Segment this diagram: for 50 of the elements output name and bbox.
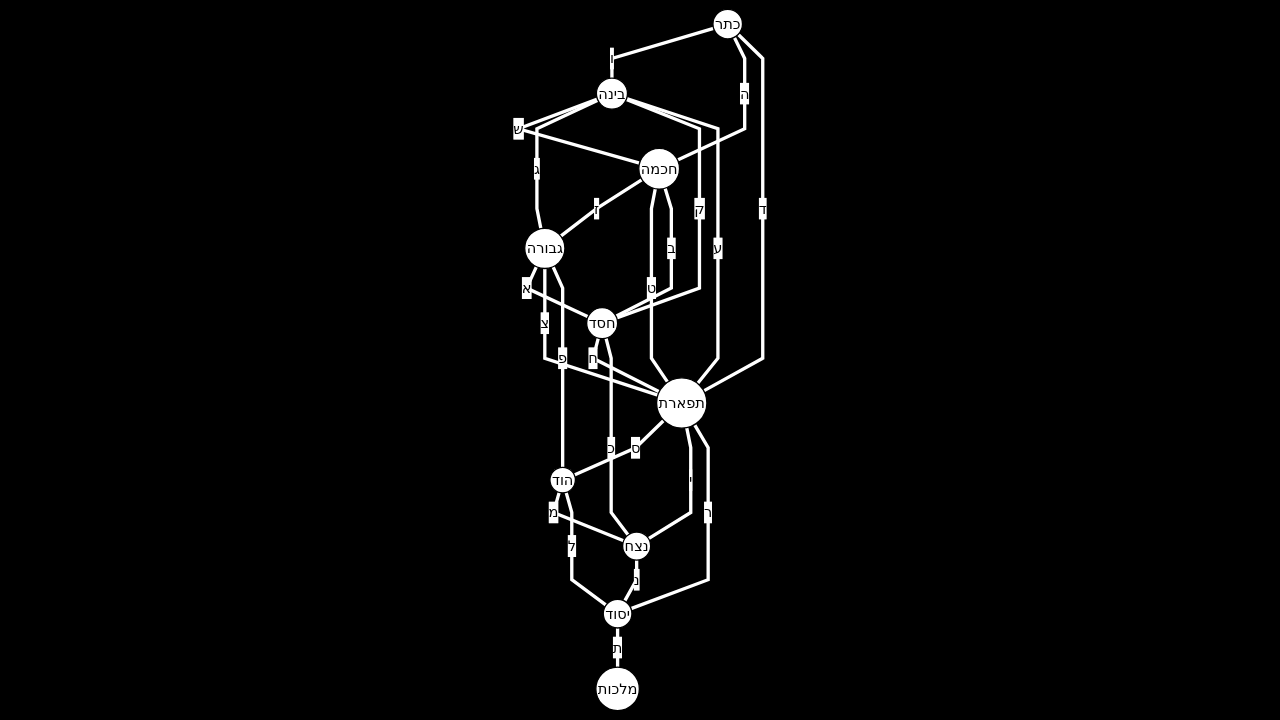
connector — [543, 268, 659, 397]
edge-label: נ — [633, 571, 640, 588]
connector — [559, 178, 643, 238]
edge-label: ב — [667, 240, 676, 257]
node-circle: נצח — [621, 531, 652, 561]
edge-label: צ — [540, 314, 550, 332]
connector — [551, 266, 565, 468]
node-circle: חסד — [586, 307, 619, 340]
edge-label: ל — [567, 537, 576, 555]
edge-label: א — [521, 279, 532, 297]
edge-label: פ — [558, 349, 568, 367]
connector — [626, 96, 720, 385]
edge-label: ר — [704, 504, 713, 521]
node-circle: תפארת — [655, 377, 708, 429]
edge-label: ש — [513, 120, 524, 138]
edge-label: ע — [713, 240, 723, 257]
connector — [604, 337, 630, 536]
edge-label: כ — [607, 439, 616, 457]
edge-label: ג — [533, 160, 540, 178]
connector — [676, 36, 747, 162]
edge-label: מ — [548, 504, 559, 521]
connector — [647, 427, 693, 541]
connector — [615, 627, 620, 668]
connector — [649, 188, 669, 384]
connector — [610, 26, 715, 79]
node-circle: כתר — [712, 8, 744, 40]
node-circle: בינה — [595, 77, 629, 110]
node-circle: הוד — [549, 466, 577, 494]
edge-label: י — [689, 471, 693, 489]
connector — [702, 33, 765, 393]
connector — [535, 98, 599, 229]
connector — [615, 187, 673, 318]
edge-label: ד — [758, 200, 767, 217]
edge-label: ס — [630, 439, 641, 457]
edge-label: ק — [694, 200, 705, 217]
edge-label: ת — [612, 639, 623, 656]
connector — [513, 97, 641, 165]
edge-label: ז — [594, 200, 600, 217]
edge-label: ח — [588, 349, 598, 367]
node-circle: יסוד — [602, 598, 633, 629]
node-circle: גבורה — [524, 227, 566, 270]
edge-label: ו — [609, 50, 614, 67]
connector — [573, 419, 665, 477]
connector — [630, 423, 710, 611]
node-circle: מלכות — [595, 666, 641, 712]
edge-label: ט — [646, 279, 657, 297]
connector — [564, 491, 608, 607]
node-circle: חכמה — [638, 147, 681, 190]
edge-label: ה — [739, 85, 750, 102]
connector — [591, 337, 661, 394]
